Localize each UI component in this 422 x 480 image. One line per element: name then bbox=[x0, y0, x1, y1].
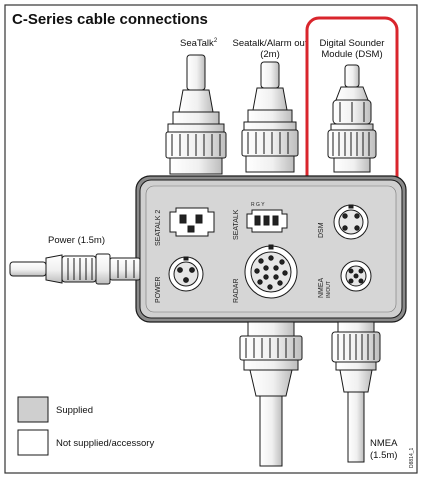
dsm-cable bbox=[327, 64, 377, 173]
legend-label-not-supplied: Not supplied/accessory bbox=[56, 438, 154, 449]
panel-label-radar: RADAR bbox=[233, 278, 240, 303]
seatalk-alarm-label-line2: (2m) bbox=[260, 49, 280, 60]
figure-id: D8814_1 bbox=[409, 447, 415, 468]
dsm-socket bbox=[333, 204, 369, 240]
legend-swatch-supplied bbox=[17, 396, 49, 423]
panel-label-nmea-sub: IN/OUT bbox=[326, 281, 332, 298]
radar-cable bbox=[239, 321, 303, 467]
power-label: Power (1.5m) bbox=[48, 235, 105, 246]
seatalk2-socket bbox=[169, 207, 215, 237]
panel-label-seatalk2: SEATALK 2 bbox=[155, 210, 162, 246]
seatalk2-label-text: SeaTalk bbox=[180, 38, 214, 49]
seatalk2-label-sup: 2 bbox=[214, 38, 218, 44]
seatalk-socket bbox=[246, 209, 288, 233]
panel-label-seatalk: SEATALK bbox=[233, 209, 240, 240]
nmea-label-line1: NMEA bbox=[370, 438, 398, 449]
dsm-label-line1: Digital Sounder bbox=[320, 38, 385, 49]
panel-label-dsm: DSM bbox=[318, 222, 325, 238]
radar-socket bbox=[244, 244, 298, 299]
power-cable bbox=[9, 253, 141, 285]
legend: Supplied Not supplied/accessory bbox=[17, 396, 154, 456]
page-title: C-Series cable connections bbox=[12, 11, 208, 28]
power-socket bbox=[168, 256, 204, 292]
panel-label-nmea: NMEA bbox=[318, 277, 325, 298]
dsm-label-line2: Module (DSM) bbox=[321, 49, 382, 60]
nmea-label-line2: (1.5m) bbox=[370, 450, 397, 461]
seatalk2-label: SeaTalk2 bbox=[180, 38, 218, 49]
panel-label-rgy: R G Y bbox=[251, 202, 265, 208]
seatalk2-cable bbox=[165, 54, 227, 175]
legend-label-supplied: Supplied bbox=[56, 405, 93, 416]
nmea-cable bbox=[331, 321, 381, 463]
seatalk-alarm-cable bbox=[241, 61, 299, 173]
nmea-socket bbox=[340, 260, 372, 292]
panel-label-power: POWER bbox=[155, 277, 162, 303]
seatalk-alarm-label-line1: Seatalk/Alarm out bbox=[233, 38, 308, 49]
legend-swatch-not-supplied bbox=[17, 429, 49, 456]
